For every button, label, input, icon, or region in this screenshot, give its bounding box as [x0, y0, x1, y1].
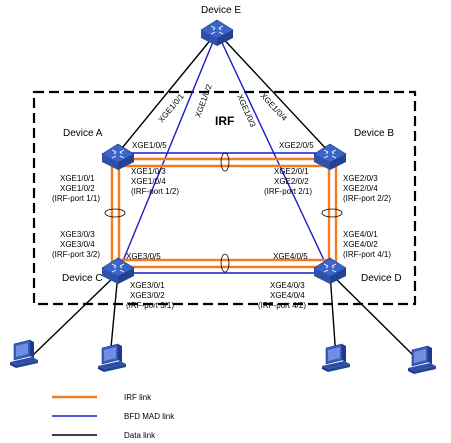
irf-port-b-down-line1: XGE2/0/3: [343, 174, 378, 183]
irf-port-d-left-line1: XGE4/0/3: [270, 281, 305, 290]
irf-port-d-left-line2: XGE4/0/4: [270, 291, 305, 300]
irf-port-c-right-line1: XGE3/0/1: [130, 281, 165, 290]
device-a-label: Device A: [63, 128, 103, 139]
irf-port-d-up-line1: XGE4/0/1: [343, 230, 378, 239]
irf-port-a-down-line3: (IRF-port 1/1): [52, 194, 100, 203]
legend: IRF link BFD MAD link Data link: [52, 393, 175, 440]
legend-data-label: Data link: [124, 431, 156, 440]
irf-port-c-up-line1: XGE3/0/3: [60, 230, 95, 239]
irf-port-d-up-line2: XGE4/0/2: [343, 240, 378, 249]
pc-1-icon[interactable]: [9, 339, 39, 369]
link-aggregation-mark-bottom: [220, 253, 230, 273]
link-aggregation-mark-right: [321, 208, 343, 218]
irf-link-b-d: [327, 159, 338, 267]
irf-port-c-right-line3: (IRF-port 3/1): [126, 301, 174, 310]
link-aggregation-mark-left: [104, 208, 126, 218]
mad-port-label-d: XGE4/0/5: [273, 252, 308, 261]
irf-label: IRF: [215, 114, 234, 128]
irf-port-b-down-line2: XGE2/0/4: [343, 184, 378, 193]
data-link-e-a: [117, 31, 218, 154]
device-b-label: Device B: [354, 128, 394, 139]
data-link-d-pc4: [329, 272, 419, 361]
irf-port-a-right-line3: (IRF-port 1/2): [131, 187, 179, 196]
irf-port-b-left-line2: XGE2/0/2: [274, 177, 309, 186]
irf-port-a-right-line1: XGE1/0/3: [131, 167, 166, 176]
irf-port-b-left-line1: XGE2/0/1: [274, 167, 309, 176]
irf-port-d-left-line3: (IRF-port 4/2): [258, 301, 306, 310]
data-link-c-pc2: [109, 272, 119, 359]
device-e-label: Device E: [201, 5, 241, 16]
pc-3-icon[interactable]: [321, 343, 351, 373]
irf-port-b-down-line3: (IRF-port 2/2): [343, 194, 391, 203]
data-link-c-pc1: [31, 272, 119, 357]
irf-port-a-down-line1: XGE1/0/1: [60, 174, 95, 183]
irf-port-c-right-line2: XGE3/0/2: [130, 291, 165, 300]
mad-port-label-e-b: XGE1/0/4: [259, 91, 290, 123]
irf-port-a-right-line2: XGE1/0/4: [131, 177, 166, 186]
irf-port-d-up-line3: (IRF-port 4/1): [343, 250, 391, 259]
pc-4-icon[interactable]: [407, 345, 437, 375]
irf-port-c-up-line3: (IRF-port 3/2): [52, 250, 100, 259]
irf-link-a-c: [110, 159, 121, 267]
data-link-d-pc3: [329, 272, 337, 359]
irf-link-a-b: [118, 157, 330, 168]
mad-port-label-e-c: XGE1/0/2: [193, 82, 214, 118]
irf-port-a-down-line2: XGE1/0/2: [60, 184, 95, 193]
device-c-label: Device C: [62, 273, 103, 284]
irf-fabric-boundary: [32, 90, 417, 306]
mad-port-label-b: XGE2/0/5: [279, 141, 314, 150]
data-link-e-b: [216, 31, 331, 154]
device-d-switch-icon[interactable]: [313, 257, 347, 285]
pc-2-icon[interactable]: [97, 343, 127, 373]
link-aggregation-mark-top: [220, 152, 230, 172]
legend-bfd-label: BFD MAD link: [124, 412, 175, 421]
irf-port-c-up-line2: XGE3/0/4: [60, 240, 95, 249]
irf-link-c-d: [118, 258, 330, 269]
legend-irf-label: IRF link: [124, 393, 152, 402]
irf-port-b-left-line3: (IRF-port 2/1): [264, 187, 312, 196]
mad-port-label-c: XGE3/0/5: [126, 252, 161, 261]
mad-port-label-a: XGE1/0/5: [132, 141, 167, 150]
device-d-label: Device D: [361, 273, 402, 284]
device-e-switch-icon[interactable]: [200, 19, 234, 47]
